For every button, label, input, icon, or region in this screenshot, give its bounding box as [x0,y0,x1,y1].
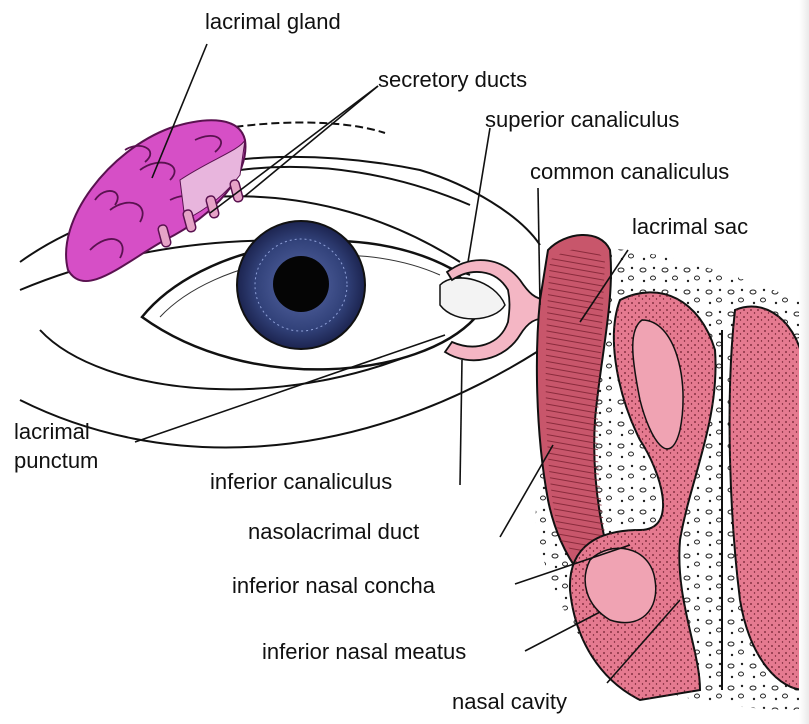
label-lacrimal-sac: lacrimal sac [632,215,748,239]
label-nasolacrimal-duct: nasolacrimal duct [248,520,419,544]
lacrimal-gland [66,120,245,281]
label-nasal-cavity: nasal cavity [452,690,567,714]
label-inferior-nasal-meatus: inferior nasal meatus [262,640,466,664]
label-secretory-ducts: secretory ducts [378,68,527,92]
label-inferior-nasal-concha: inferior nasal concha [232,574,435,598]
caruncle [440,278,505,319]
label-lacrimal-gland: lacrimal gland [205,10,341,34]
label-common-canaliculus: common canaliculus [530,160,729,184]
label-lacrimal-punctum-2: punctum [14,449,98,473]
label-lacrimal-punctum-1: lacrimal [14,420,90,444]
label-superior-canaliculus: superior canaliculus [485,108,679,132]
pupil [273,256,329,312]
label-inferior-canaliculus: inferior canaliculus [210,470,392,494]
